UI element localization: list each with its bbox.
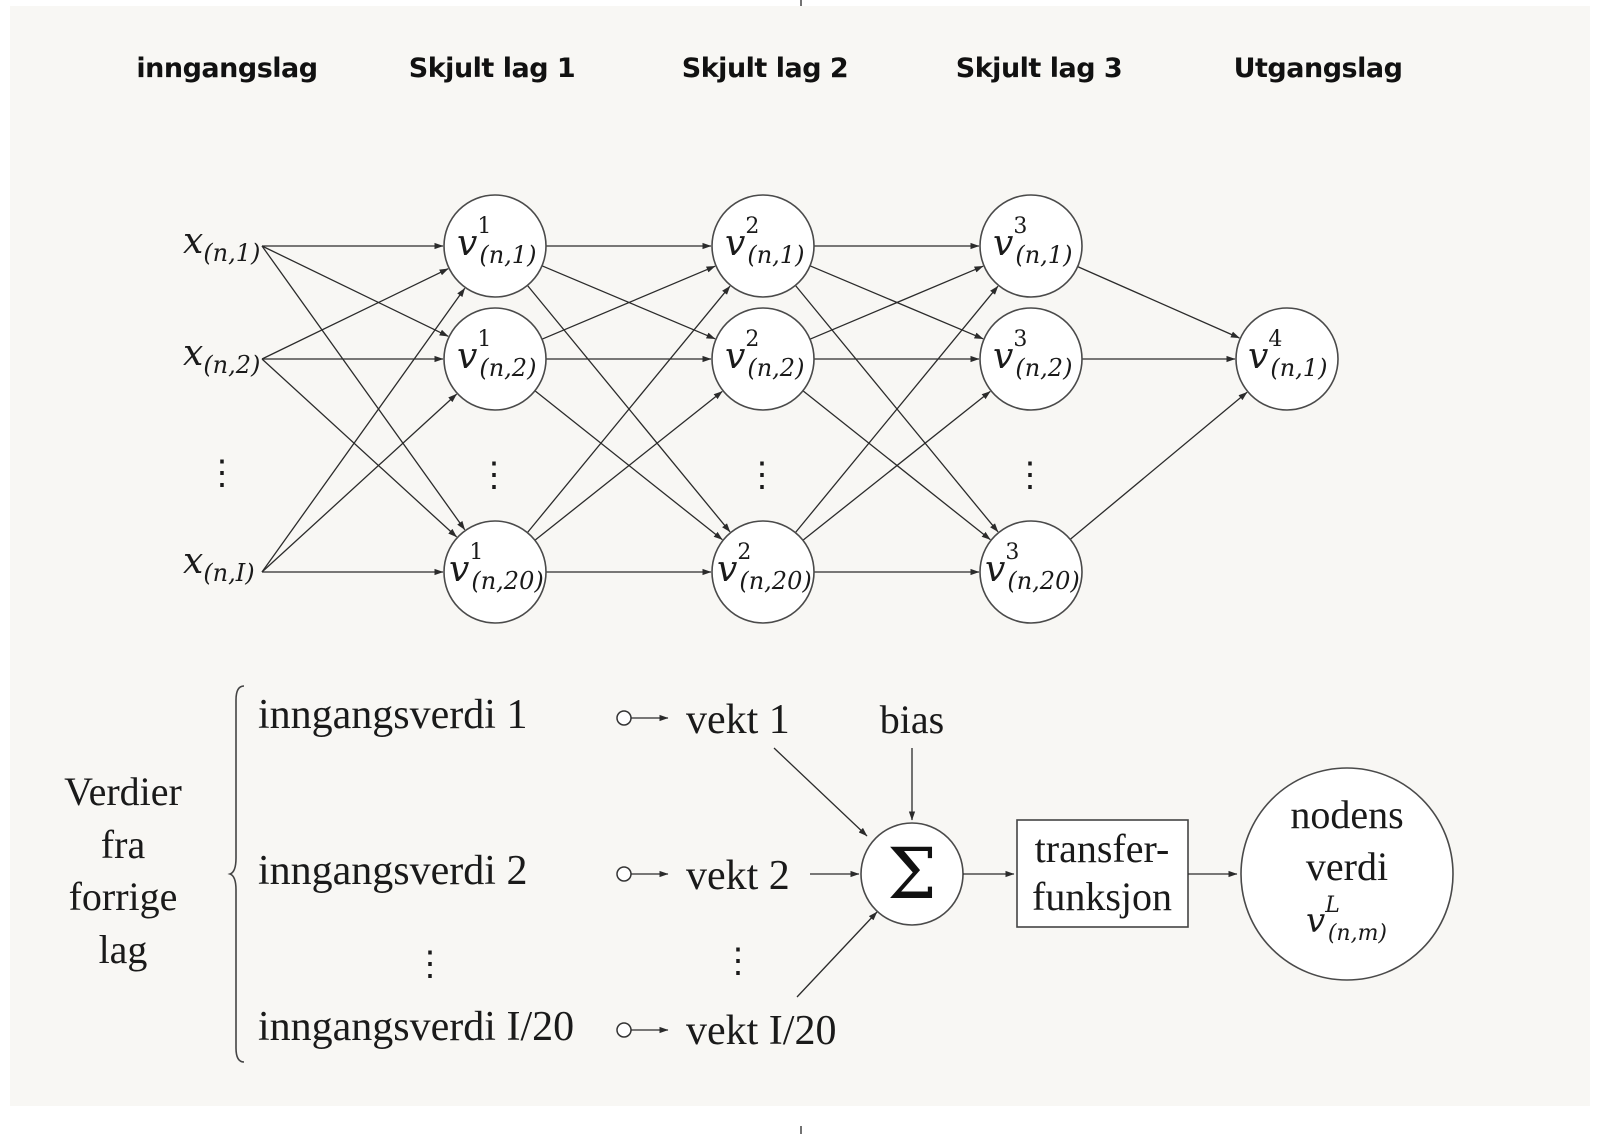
weights-ellipsis: ⋮ [721,941,755,981]
node-value-symbol: vL(n,m) [1306,893,1387,946]
weight-I20-arrow [796,911,878,998]
edge-input-2-to-l1-0 [261,287,466,573]
edge-input-0-to-l1-1 [261,245,449,337]
node-l1-1-label: v1(n,1) [457,214,536,269]
connector-I20 [616,1022,669,1038]
previous-layer-label-4: lag [99,927,148,972]
node-l2-2 [711,307,815,411]
node-l2-20-label: v2(n,20) [717,540,812,595]
layer-header-input: inngangslag [136,53,317,84]
node-output-1 [1235,307,1339,411]
edge-input-1-to-l1-0 [261,268,449,360]
hidden-1-ellipsis: ⋮ [477,455,511,495]
node-l1-20-label: v1(n,20) [449,540,544,595]
weight-1-arrow [773,747,868,837]
node-l2-1-label: v2(n,1) [725,214,804,269]
node-l1-20 [443,520,547,624]
layer-header-hidden-1: Skjult lag 1 [409,53,575,84]
input-node-xI: x(n,I) [183,541,255,587]
transfer-label-1: transfer- [1035,826,1170,871]
node-l3-1-label: v3(n,1) [993,214,1072,269]
previous-layer-label-1: Verdier [64,769,182,814]
node-l3-20-label: v3(n,20) [985,540,1080,595]
hidden-layer-1: v1(n,1) v1(n,2) ⋮ v1(n,20) [443,194,547,624]
connector-1 [616,710,669,726]
output-layer: v4(n,1) [1235,307,1339,411]
neuron-detail: Verdier fra forrige lag inngangsverdi 1 … [64,685,1454,1063]
node-value-circle [1240,767,1454,981]
connector-2 [616,866,669,882]
bias-label: bias [880,697,944,742]
weight-I20: vekt I/20 [686,1008,836,1054]
input-value-I20: inngangsverdi I/20 [258,1004,574,1050]
sum-symbol: Σ [887,833,937,915]
network-edges [261,242,1248,576]
edge-input-2-to-l1-1 [261,393,458,573]
hidden-layer-3: v3(n,1) v3(n,2) ⋮ v3(n,20) [979,194,1083,624]
edge-l2-2-to-l3-1 [802,390,991,541]
input-value-1: inngangsverdi 1 [258,692,527,738]
input-ellipsis: ⋮ [205,453,239,493]
edge-l2-1-to-l3-0 [809,265,984,340]
layer-header-output: Utgangslag [1234,53,1403,84]
edge-l3-0-to-output [1077,265,1240,339]
hidden-2-ellipsis: ⋮ [745,455,779,495]
node-value-label-2: verdi [1306,844,1388,889]
edge-l1-2-to-l2-1 [534,390,723,541]
input-node-x2: x(n,2) [183,333,260,379]
previous-layer-label-3: forrige [69,874,178,919]
edge-input-1-to-l1-2 [261,358,458,538]
node-l3-1 [979,194,1083,298]
weight-1: vekt 1 [686,697,790,743]
node-l3-2-label: v3(n,2) [993,327,1072,382]
node-l1-1 [443,194,547,298]
weight-2: vekt 2 [686,853,790,899]
transfer-function-box [1016,819,1189,928]
node-l1-2-label: v1(n,2) [457,327,536,382]
node-l3-20 [979,520,1083,624]
left-brace [227,685,245,1063]
previous-layer-label-2: fra [101,822,146,867]
node-value-label-1: nodens [1290,792,1403,837]
node-l2-20 [711,520,815,624]
layer-header-hidden-2: Skjult lag 2 [682,53,848,84]
input-node-x1: x(n,1) [183,221,260,267]
node-output-1-label: v4(n,1) [1248,327,1327,382]
layer-header-hidden-3: Skjult lag 3 [956,53,1122,84]
node-l2-1 [711,194,815,298]
hidden-layer-2: v2(n,1) v2(n,2) ⋮ v2(n,20) [711,194,815,624]
edge-l1-2-to-l2-0 [526,285,731,534]
edge-l3-2-to-output [1069,391,1248,540]
transfer-label-2: funksjon [1032,874,1172,919]
node-l3-2 [979,307,1083,411]
node-l1-2 [443,307,547,411]
edge-l2-2-to-l3-0 [794,285,999,534]
edge-l1-1-to-l2-0 [541,265,716,340]
input-value-2: inngangsverdi 2 [258,848,527,894]
node-l2-2-label: v2(n,2) [725,327,804,382]
edge-input-0-to-l1-2 [261,245,466,531]
hidden-3-ellipsis: ⋮ [1013,455,1047,495]
input-values-ellipsis: ⋮ [413,944,447,984]
